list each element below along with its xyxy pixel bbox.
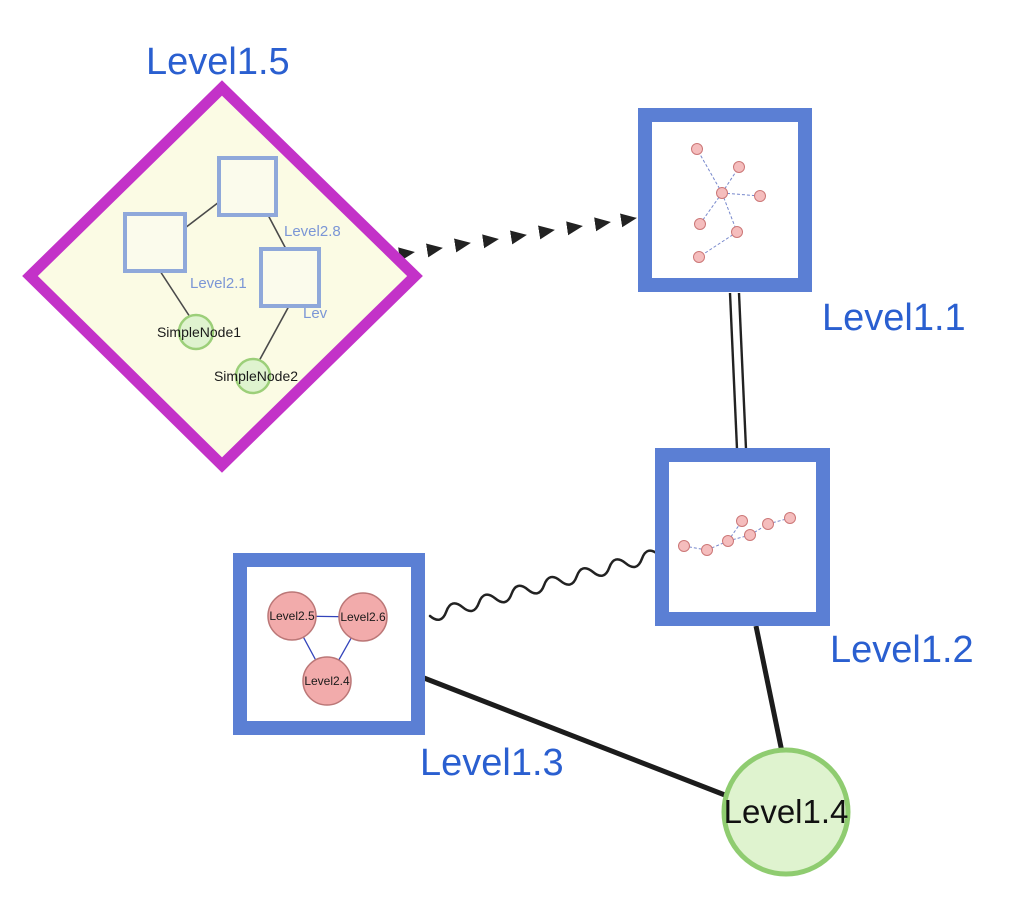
node-label-level1-1: Level1.1 <box>822 297 966 339</box>
node-simplenode2-label: SimpleNode2 <box>214 368 298 384</box>
node-level2-6[interactable] <box>338 592 388 642</box>
node-level2-4[interactable] <box>302 656 352 706</box>
group-node-level1-2[interactable] <box>655 448 830 626</box>
node-level1-4-shape[interactable] <box>721 747 851 877</box>
node-level2-5-label: Level2.5 <box>269 609 315 623</box>
edge-level2-8-to-level2-x[interactable] <box>267 214 287 250</box>
node-level2-8[interactable] <box>217 156 278 217</box>
node-simplenode2[interactable] <box>234 357 272 395</box>
node-label-level1-2: Level1.2 <box>830 629 974 671</box>
node-level2-1[interactable] <box>123 212 187 273</box>
group-node-level1-5[interactable]: Level2.8 Level2.1 Lev SimpleNode1 Simple… <box>22 80 423 473</box>
group-node-level1-4[interactable]: Level1.4 <box>721 747 851 877</box>
node-level2-x-label: Lev <box>303 305 328 322</box>
edge-level1-5-to-level1-1[interactable] <box>398 213 637 262</box>
node-label-level1-4: Level1.4 <box>724 793 849 830</box>
node-level2-5[interactable] <box>267 591 317 641</box>
diamond-shape[interactable] <box>22 80 423 473</box>
node-level2-x[interactable] <box>259 247 321 308</box>
edge-level1-1-to-level1-2[interactable] <box>728 292 748 450</box>
mini-graph-nodes-level1-2 <box>678 512 796 556</box>
edge-level2-x-to-simplenode2[interactable] <box>258 305 290 362</box>
inner-edges-level1-5 <box>159 201 290 362</box>
edge-level2-1-to-simplenode1[interactable] <box>159 270 191 318</box>
node-level2-6-label: Level2.6 <box>340 610 386 624</box>
mini-graph-nodes-level1-1 <box>691 143 766 263</box>
group-label-level1-5: Level1.5 <box>146 41 290 83</box>
edge-level1-3-to-level1-4[interactable] <box>423 675 731 800</box>
node-simplenode1[interactable] <box>177 313 215 351</box>
group-node-level1-1[interactable] <box>638 108 812 292</box>
node-label-level1-3: Level1.3 <box>420 742 564 784</box>
node-level2-1-label: Level2.1 <box>190 275 247 292</box>
node-level2-4-label: Level2.4 <box>304 674 350 688</box>
edge-level1-3-to-level1-2[interactable] <box>428 549 660 622</box>
edge-level2-8-to-level2-1[interactable] <box>184 201 220 229</box>
edge-level1-2-to-level1-4[interactable] <box>753 625 785 753</box>
node-simplenode1-label: SimpleNode1 <box>157 324 241 340</box>
node-level2-8-label: Level2.8 <box>284 223 341 240</box>
group-node-level1-3[interactable]: Level2.5 Level2.6 Level2.4 <box>233 553 425 735</box>
